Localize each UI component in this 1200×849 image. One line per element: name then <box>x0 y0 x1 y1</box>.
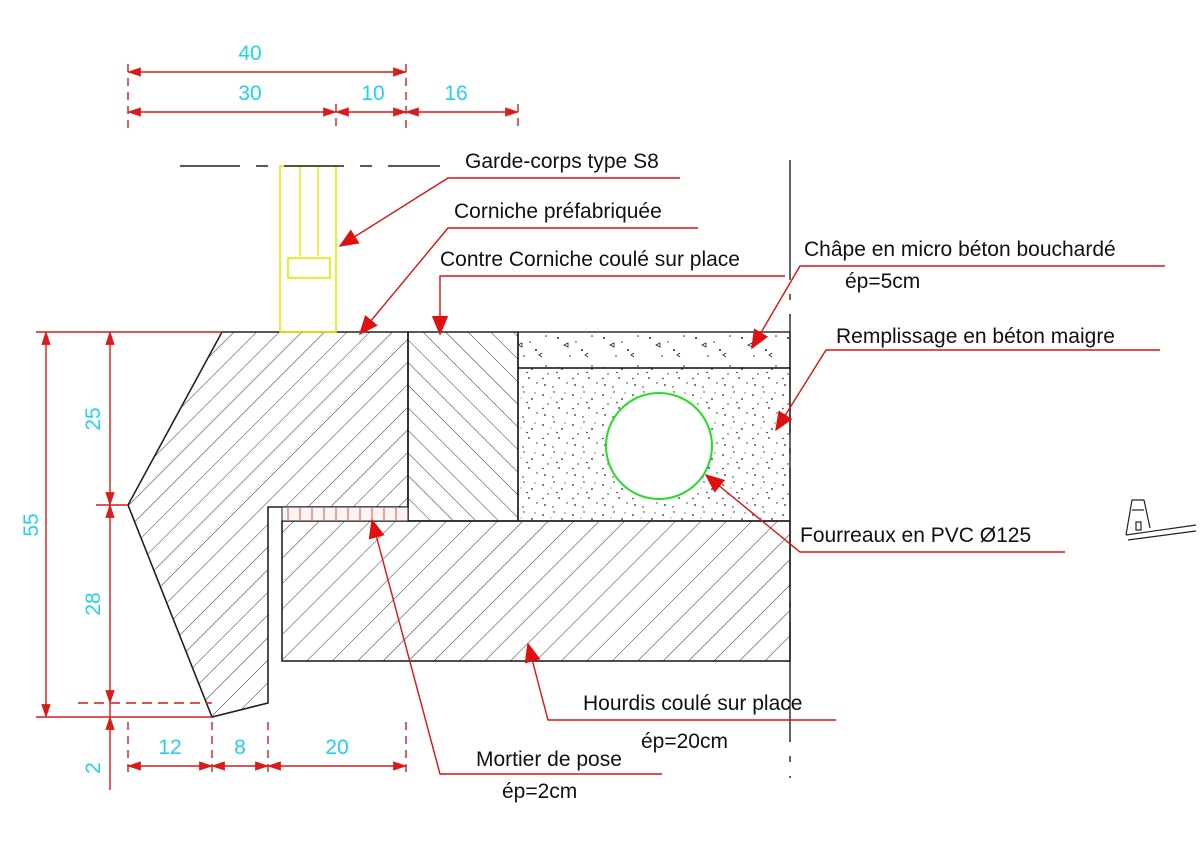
dim-left-lower: 28 <box>82 592 105 615</box>
small-detail-symbol <box>1125 499 1197 541</box>
label-mortier: Mortier de pose <box>476 748 622 771</box>
dim-bottom-c: 20 <box>325 736 348 759</box>
label-hourdis-thickness: ép=20cm <box>641 730 728 753</box>
leader-remplissage <box>775 349 1160 432</box>
counter-cornice <box>407 331 519 522</box>
laying-mortar <box>281 506 409 522</box>
label-hourdis: Hourdis coulé sur place <box>583 692 802 715</box>
chape-layer <box>517 331 791 369</box>
label-fourreaux: Fourreaux en PVC Ø125 <box>800 524 1031 547</box>
leader-chape <box>751 265 1165 350</box>
structure <box>127 160 791 778</box>
leader-garde-corps <box>338 177 680 247</box>
dim-left-total: 55 <box>20 513 43 536</box>
dim-bottom-b: 8 <box>234 736 246 759</box>
label-garde-corps: Garde-corps type S8 <box>465 150 659 173</box>
label-remplissage: Remplissage en béton maigre <box>836 325 1115 348</box>
dim-left-upper: 25 <box>82 407 105 430</box>
leader-fourreaux <box>704 473 1065 553</box>
guardrail-post <box>279 165 337 333</box>
label-chape-thickness: ép=5cm <box>845 270 920 293</box>
label-mortier-thickness: ép=2cm <box>502 780 577 803</box>
dim-left-mortar: 2 <box>82 762 105 774</box>
labels: Garde-corps type S8 Corniche préfabriqué… <box>440 150 1116 803</box>
leaders <box>338 177 1165 775</box>
leader-corniche <box>358 227 698 336</box>
leader-hourdis <box>524 642 836 721</box>
dim-top-b: 10 <box>361 82 384 105</box>
guardrail-plate <box>287 257 331 279</box>
label-contre-corniche: Contre Corniche coulé sur place <box>440 248 740 271</box>
dimension-texts: 40 30 10 16 55 25 28 2 12 8 20 <box>20 42 468 774</box>
guardrail <box>180 165 440 333</box>
hourdis-slab <box>281 520 791 662</box>
dim-top-a: 30 <box>238 82 261 105</box>
mortar-ticks <box>287 508 397 520</box>
label-chape: Châpe en micro béton bouchardé <box>804 238 1116 261</box>
dim-bottom-a: 12 <box>158 736 181 759</box>
dim-top-total: 40 <box>238 42 261 65</box>
label-corniche: Corniche préfabriquée <box>454 200 662 223</box>
leader-mortier <box>368 518 662 775</box>
dim-top-c: 16 <box>444 82 467 105</box>
leader-contre-corniche <box>431 275 785 336</box>
dimension-lines <box>36 64 520 790</box>
pvc-duct <box>605 392 713 500</box>
